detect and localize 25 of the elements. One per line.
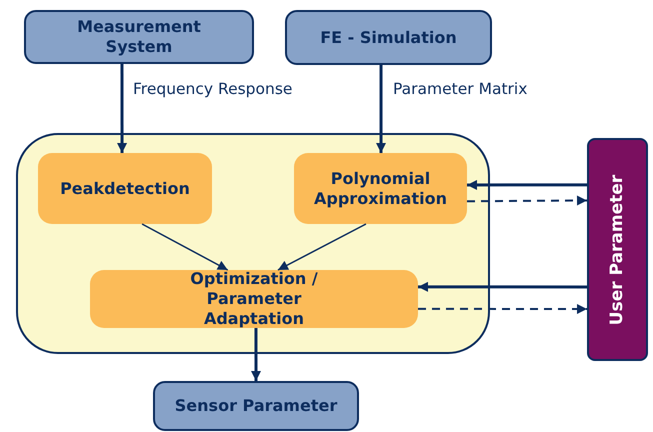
process-box <box>90 270 418 328</box>
node-label: Peakdetection <box>60 178 190 198</box>
arrow <box>467 180 587 190</box>
data-box <box>285 10 492 65</box>
arrow <box>418 282 587 292</box>
node-label: User Parameter <box>608 174 628 325</box>
arrow <box>278 223 366 271</box>
edge-label: Frequency Response <box>133 80 292 98</box>
node-label: Polynomial Approximation <box>313 168 448 208</box>
node-label: Sensor Parameter <box>174 396 338 416</box>
node-label: FE - Simulation <box>320 28 457 48</box>
process-box <box>294 153 467 224</box>
arrow <box>418 304 587 314</box>
arrow <box>376 65 386 153</box>
arrow <box>117 64 128 153</box>
arrow <box>467 196 587 206</box>
process-box <box>38 153 212 224</box>
group-container <box>16 133 490 354</box>
arrow <box>251 328 261 381</box>
input-bar <box>587 138 648 361</box>
data-box <box>24 10 254 64</box>
node-label: Measurement System <box>76 17 202 57</box>
data-box <box>153 381 359 431</box>
node-label: Optimization / Parameter Adaptation <box>189 269 319 329</box>
arrow <box>142 223 228 271</box>
